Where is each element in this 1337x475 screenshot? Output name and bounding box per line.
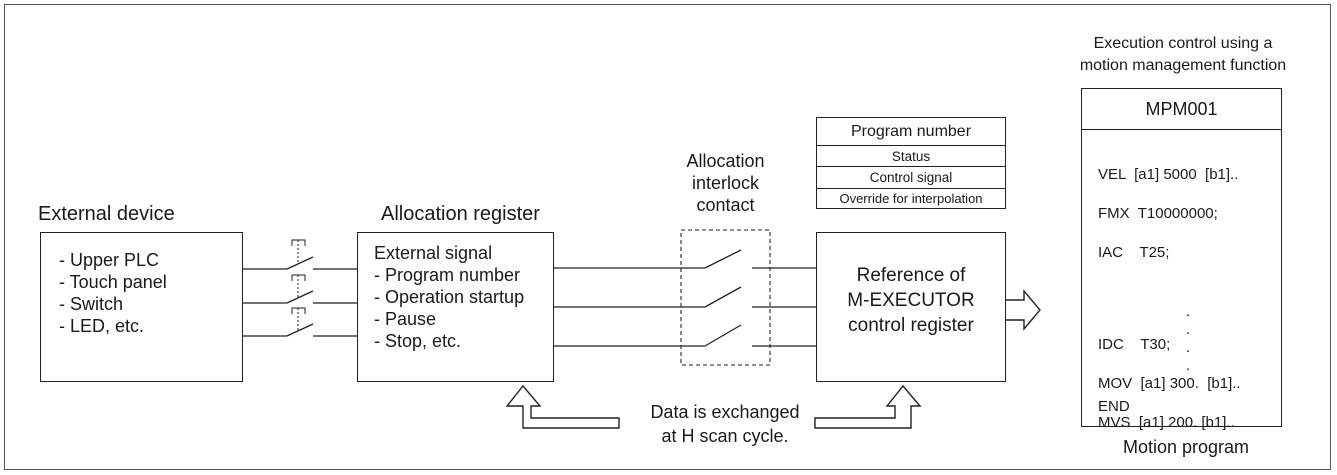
interlock-switch-2 <box>553 286 817 308</box>
diagram-frame <box>4 4 1331 470</box>
code-line: FMX T10000000; <box>1098 205 1218 222</box>
up-arrow-left-icon <box>505 384 620 429</box>
program-code: VEL [a1] 5000 [b1].. FMX T10000000; IAC … <box>1098 142 1241 455</box>
interlock-switch-3 <box>553 324 817 347</box>
code-line: MOV [a1] 300. [b1].. <box>1098 375 1241 392</box>
dot: . <box>1186 339 1191 356</box>
exchange-note: Data is exchanged at H scan cycle. <box>620 400 830 448</box>
interlock-label-line: contact <box>696 195 755 215</box>
executor-line: Reference of <box>856 265 966 286</box>
table-row-control-signal: Control signal <box>817 166 1005 189</box>
table-row-program-number: Program number <box>850 123 972 140</box>
control-register-table: Program number Status Control signal Ove… <box>816 117 1006 209</box>
register-item: External signal <box>374 243 493 263</box>
device-item: - Upper PLC <box>59 250 160 270</box>
external-device-box: - Upper PLC - Touch panel - Switch - LED… <box>40 232 243 382</box>
motion-caption-top: Execution control using a motion managem… <box>1058 33 1308 77</box>
code-line: VEL [a1] 5000 [b1].. <box>1098 166 1239 183</box>
interlock-label-line: interlock <box>691 173 760 193</box>
interlock-dashed-box <box>680 229 771 366</box>
device-item: - Touch panel <box>59 272 167 292</box>
allocation-register-title: Allocation register <box>381 203 540 225</box>
end-label: END <box>1098 398 1130 415</box>
device-switch-1 <box>242 239 358 270</box>
table-row-status: Status <box>817 145 1005 167</box>
external-device-title: External device <box>38 203 175 225</box>
continuation-dots: . . . . <box>1186 303 1190 375</box>
executor-line: M-EXECUTOR <box>847 290 975 311</box>
code-line: MVS [a1] 200. [b1].. <box>1098 414 1235 431</box>
register-item: - Stop, etc. <box>374 331 462 351</box>
motion-program-box: MPM001 VEL [a1] 5000 [b1].. FMX T1000000… <box>1081 88 1282 430</box>
register-item: - Operation startup <box>374 287 525 307</box>
exchange-note-line: at H scan cycle. <box>661 426 789 446</box>
register-item: - Program number <box>374 265 521 285</box>
register-item: - Pause <box>374 309 437 329</box>
motion-caption-bottom: Motion program <box>1123 437 1250 457</box>
right-arrow-icon <box>1000 289 1041 331</box>
device-item: - Switch <box>59 294 124 314</box>
dot: . <box>1186 321 1191 338</box>
exchange-note-line: Data is exchanged <box>650 402 800 422</box>
allocation-register-box: External signal - Program number - Opera… <box>357 232 554 382</box>
device-switch-3 <box>242 307 358 337</box>
interlock-label-line: Allocation <box>686 151 765 171</box>
up-arrow-right-icon <box>814 384 922 429</box>
interlock-label: Allocation interlock contact <box>668 150 783 216</box>
dot: . <box>1186 303 1191 320</box>
dot: . <box>1186 357 1191 374</box>
code-line <box>1098 285 1241 312</box>
executor-line: control register <box>848 315 974 336</box>
motion-caption-line: Execution control using a <box>1093 35 1273 52</box>
code-line: IAC T25; <box>1098 244 1170 261</box>
program-name: MPM001 <box>1082 89 1281 130</box>
interlock-switch-1 <box>553 249 817 269</box>
device-item: - LED, etc. <box>59 316 145 336</box>
device-switch-2 <box>242 274 358 304</box>
motion-caption-line: motion management function <box>1079 57 1287 74</box>
code-line: IDC T30; <box>1098 336 1171 353</box>
executor-box: Reference of M-EXECUTOR control register <box>816 232 1006 382</box>
table-row-override: Override for interpolation <box>817 188 1005 209</box>
